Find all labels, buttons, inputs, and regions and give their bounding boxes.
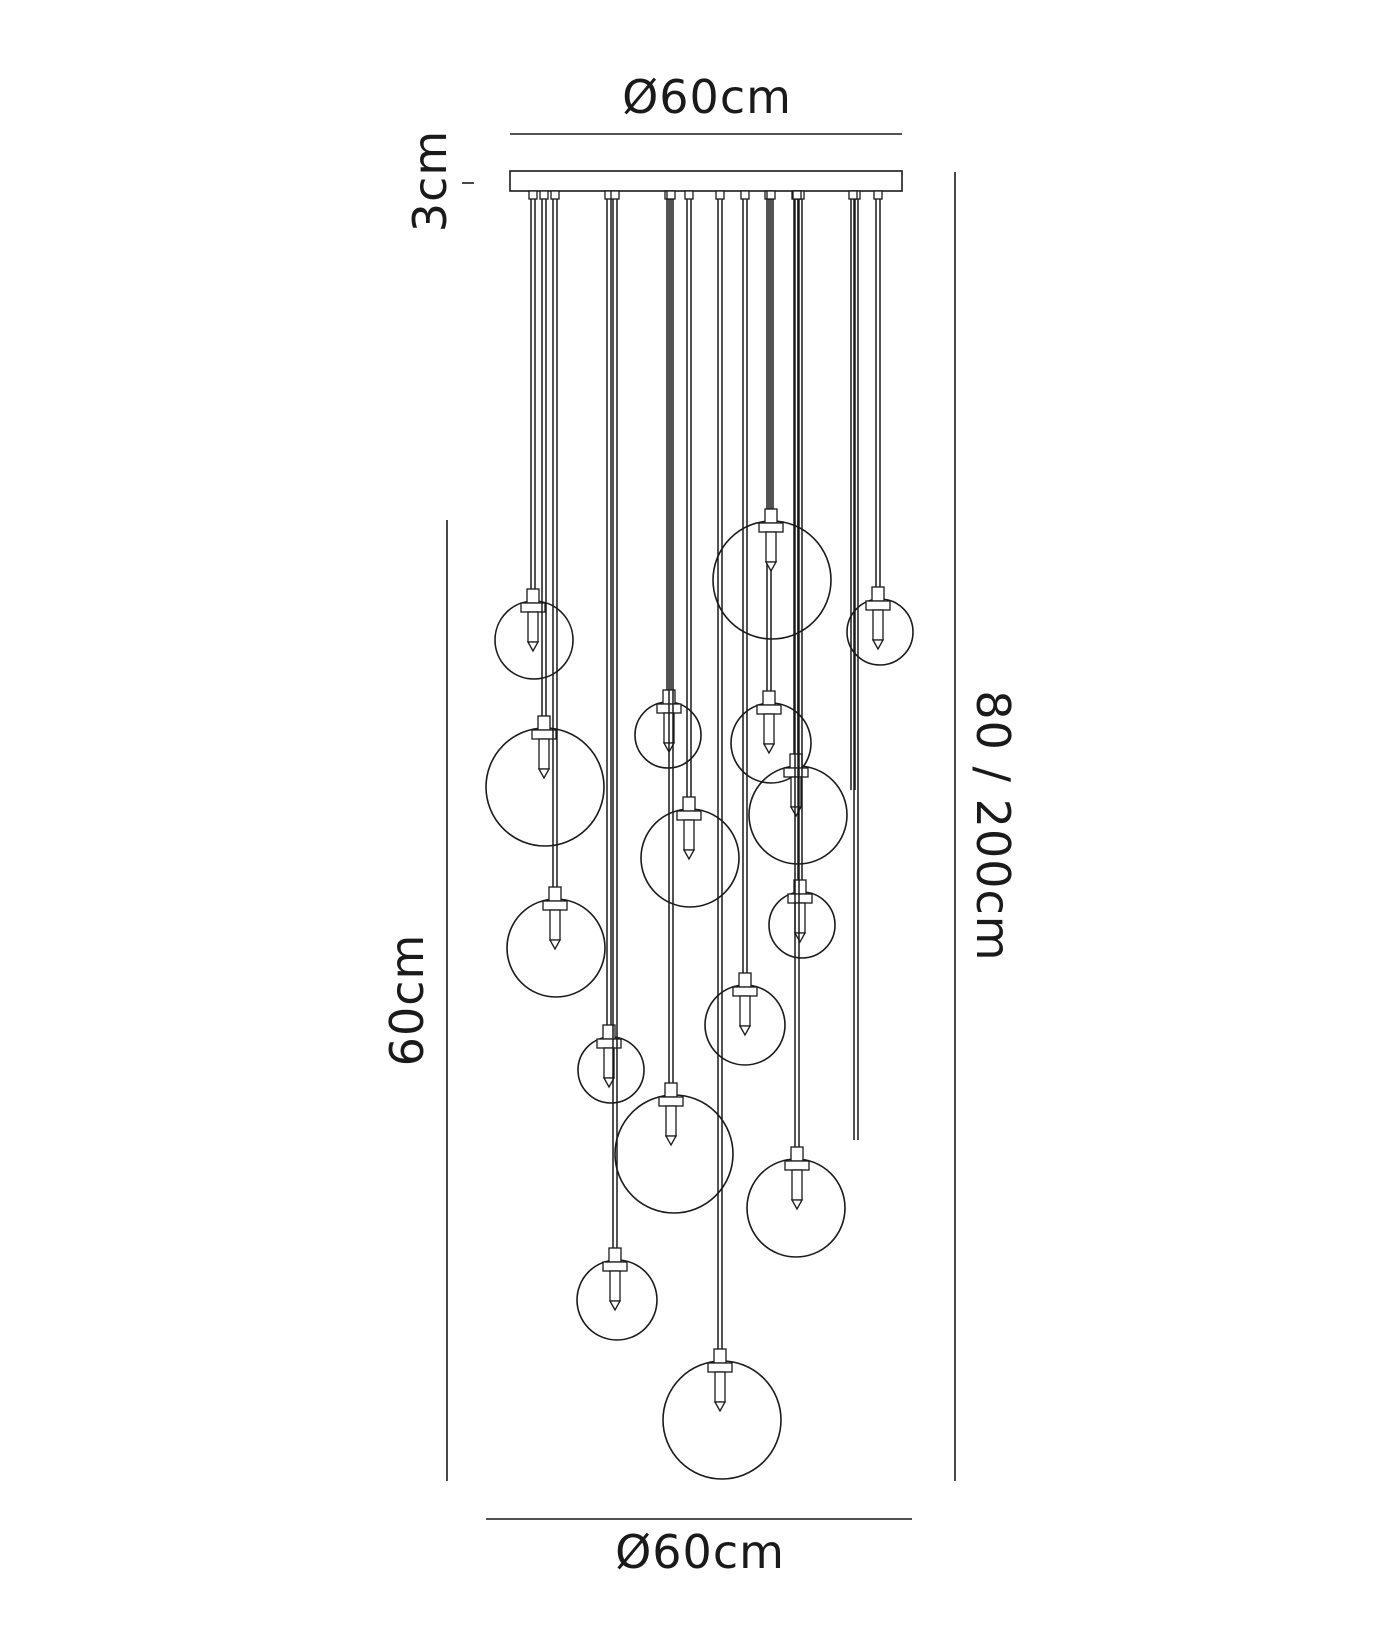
- holder-collar: [542, 900, 568, 911]
- lamp-holder: [738, 972, 752, 988]
- top-diameter-label: Ø60cm: [622, 70, 792, 124]
- cord-connector: [528, 190, 538, 200]
- bulb-tip: [526, 641, 540, 653]
- lamp-holder: [526, 588, 540, 604]
- bulb-tip: [602, 1077, 616, 1089]
- bulb-body: [739, 995, 751, 1027]
- pendant: [640, 190, 740, 908]
- cord-connector: [550, 190, 560, 200]
- bulb-body: [549, 909, 561, 941]
- cord-connector: [792, 190, 802, 200]
- cluster-height-label: 60cm: [380, 934, 434, 1067]
- cord-connector: [666, 190, 676, 200]
- bulb-body: [527, 611, 539, 643]
- pendant: [506, 190, 606, 998]
- pendant: [576, 190, 658, 1341]
- holder-collar: [658, 1096, 684, 1107]
- lamp-holder: [790, 1146, 804, 1162]
- bulb-body: [765, 531, 777, 563]
- bulb-body: [763, 713, 775, 745]
- lamp-holder: [871, 586, 885, 602]
- pendants: [485, 190, 914, 1480]
- bulb-tip: [764, 561, 778, 573]
- bulb-tip: [790, 1199, 804, 1211]
- lamp-holder: [682, 796, 696, 812]
- holder-collar: [784, 1160, 810, 1171]
- pendant: [614, 190, 734, 1214]
- bulb-body: [609, 1270, 621, 1302]
- pendant: [485, 190, 605, 847]
- holder-collar: [787, 893, 813, 904]
- bulb-body: [683, 819, 695, 851]
- holder-collar: [676, 810, 702, 821]
- lamp-holder: [789, 753, 803, 769]
- cord-connector: [848, 190, 858, 200]
- holder-collar: [602, 1261, 628, 1272]
- pendant: [712, 190, 832, 640]
- pendant: [768, 190, 836, 959]
- cord-connector: [715, 190, 725, 200]
- pendant: [577, 190, 645, 1104]
- pendant: [846, 190, 914, 666]
- bottom-diameter-label: Ø60cm: [615, 1525, 785, 1579]
- lamp-holder: [608, 1247, 622, 1263]
- lamp-holder: [713, 1348, 727, 1364]
- lamp-holder: [762, 690, 776, 706]
- lamp-holder: [764, 508, 778, 524]
- bulb-body: [791, 1169, 803, 1201]
- cord-connector: [740, 190, 750, 200]
- cord-connector: [766, 190, 776, 200]
- dimension-lines: [446, 133, 956, 1520]
- holder-collar: [707, 1362, 733, 1373]
- bulb-body: [794, 902, 806, 934]
- ceiling-plate: [509, 170, 903, 192]
- lamp-holder: [548, 886, 562, 902]
- pendant: [494, 190, 574, 680]
- lamp-holder: [664, 1082, 678, 1098]
- pendant: [746, 190, 846, 1258]
- pendant: [662, 190, 782, 1480]
- bulb-tip: [548, 939, 562, 951]
- lamp-holder: [537, 715, 551, 731]
- holder-collar: [865, 600, 891, 611]
- bulb-tip: [738, 1025, 752, 1037]
- bulb-tip: [713, 1401, 727, 1413]
- lamp-holder: [793, 879, 807, 895]
- holder-collar: [732, 986, 758, 997]
- bulb-body: [714, 1371, 726, 1403]
- overall-height-label: 80 / 200cm: [966, 690, 1020, 961]
- bulb-tip: [871, 639, 885, 651]
- bulb-body: [538, 738, 550, 770]
- holder-collar: [783, 767, 809, 778]
- cord-connector: [610, 190, 620, 200]
- cord-connector: [539, 190, 549, 200]
- pendant: [848, 190, 858, 790]
- bulb-tip: [793, 932, 807, 944]
- bulb-tip: [682, 849, 696, 861]
- holder-collar: [756, 704, 782, 715]
- plate-height-label: 3cm: [403, 130, 457, 232]
- bulb-body: [872, 609, 884, 641]
- bulb-tip: [608, 1300, 622, 1312]
- bulb-tip: [537, 768, 551, 780]
- pendant: [851, 190, 861, 1140]
- cord-connector: [684, 190, 694, 200]
- bulb-body: [665, 1105, 677, 1137]
- cord-connector: [873, 190, 883, 200]
- pendant: [704, 190, 786, 1066]
- bulb-tip: [762, 743, 776, 755]
- bulb-tip: [664, 1135, 678, 1147]
- holder-collar: [758, 522, 784, 533]
